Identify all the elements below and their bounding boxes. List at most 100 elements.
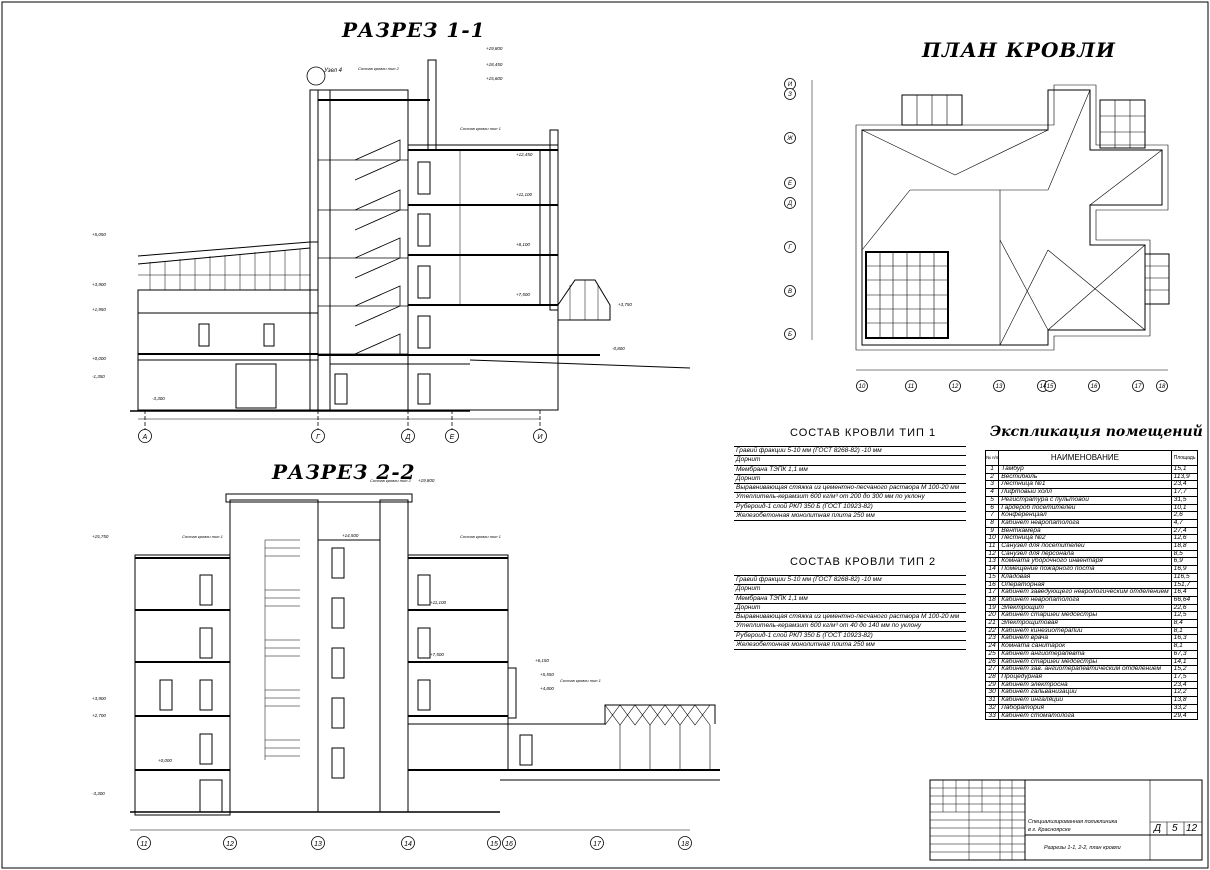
axis-label: 15: [490, 841, 498, 848]
room-name: Регистратура с пультовой: [998, 495, 1172, 505]
room-name: Кабинет ингаляции: [998, 696, 1172, 705]
room-number: 5: [984, 495, 1000, 505]
elevation-mark: +4,800: [540, 686, 554, 691]
spec-line: Железобетонная монолитная плита 250 мм: [734, 512, 966, 522]
elevation-mark: +1,950: [92, 307, 106, 312]
elevation-mark: +14,500: [342, 533, 359, 538]
room-name: Гардероб посетителей: [998, 503, 1172, 513]
roof-plan-title: ПЛАН КРОВЛИ: [922, 38, 1116, 62]
roof-type-2-title: СОСТАВ КРОВЛИ ТИП 2: [790, 556, 937, 568]
room-name: Кабинет зав. ангиотерапевтическим отделе…: [998, 665, 1172, 674]
elevation-mark: +3,900: [92, 282, 106, 287]
elevation-mark: +18,450: [486, 62, 503, 67]
room-area: 23,4: [1170, 680, 1199, 690]
room-number: 22: [984, 626, 1000, 636]
axis-label: А: [142, 434, 148, 441]
axis-label: 18: [1159, 384, 1166, 390]
spec-line: Утеплитель-керамзит 600 кг/м³ от 200 до …: [734, 493, 966, 503]
roof-type-1-title: СОСТАВ КРОВЛИ ТИП 1: [790, 427, 937, 439]
room-area: 67,3: [1170, 649, 1199, 659]
room-area: 151,7: [1170, 580, 1199, 590]
axis-label: 14: [1040, 384, 1047, 390]
room-area: 16,3: [1170, 634, 1199, 644]
room-number: 20: [984, 611, 1000, 621]
axis-label: 12: [226, 841, 234, 848]
spec-line: Дорнит: [734, 585, 966, 595]
room-name: Кабинет стоматолога: [998, 711, 1172, 721]
room-area: 12,5: [1170, 611, 1199, 621]
room-number: 24: [984, 642, 1000, 651]
roof-type-label: Состав кровли тип 1: [460, 534, 501, 539]
spec-line: Выравнивающая стяжка из цементно-песчано…: [734, 613, 966, 623]
spec-line: Выравнивающая стяжка из цементно-песчано…: [734, 484, 966, 494]
axis-label: 16: [1091, 384, 1098, 390]
roof-plan-axes: [784, 78, 1168, 392]
room-number: 10: [984, 534, 1000, 544]
roof-type-label: Состав кровли тип 2: [358, 66, 400, 71]
axis-label: И: [788, 82, 793, 88]
room-number: 23: [984, 634, 1000, 644]
column-header: № п/п: [984, 450, 1000, 466]
room-number: 21: [984, 619, 1000, 628]
roof-type-label: Состав кровли тип 1: [460, 126, 501, 131]
elevation-mark: +0,000: [158, 758, 172, 763]
title-block: [929, 779, 1203, 861]
roof-type-1-spec: Гравий фракции 5-10 мм (ГОСТ 8268-82) -1…: [734, 446, 966, 522]
elevation-mark: +7,500: [430, 652, 444, 657]
axis-label: 11: [908, 384, 914, 390]
room-name: Кабинет ангиотерапевта: [998, 649, 1172, 659]
room-number: 33: [984, 711, 1000, 721]
section-1-1-title: РАЗРЕЗ 1-1: [342, 18, 486, 42]
room-name: Помещение пожарного поста: [998, 565, 1172, 574]
room-number: 32: [984, 703, 1000, 713]
elevation-mark: +7,500: [516, 292, 530, 297]
elevation-mark: -0,800: [612, 346, 625, 351]
spec-line: Рубероид-1 слой РКП 350 Б (ГОСТ 10923-82…: [734, 632, 966, 642]
axis-label: Г: [316, 434, 321, 441]
room-name: Кабинет врача: [998, 634, 1172, 644]
room-name: Лаборатория: [998, 703, 1172, 713]
axis-label: 14: [404, 841, 412, 848]
room-name: Вестибюль: [998, 472, 1172, 482]
axis-label: 11: [140, 841, 147, 848]
axis-label: 17: [1135, 384, 1142, 390]
spec-line: Дорнит: [734, 456, 966, 466]
stamp-project-line: Специализированная поликлиника: [1028, 819, 1118, 825]
room-number: 25: [984, 649, 1000, 659]
room-number: 4: [984, 488, 1000, 497]
axis-label: 12: [952, 384, 959, 390]
axis-label: Е: [450, 434, 455, 441]
axis-label: 10: [859, 384, 866, 390]
room-name: Венткамера: [998, 526, 1172, 536]
section-2-2-drawing: [130, 493, 720, 831]
room-number: 7: [984, 511, 1000, 520]
room-area: 10,1: [1170, 503, 1199, 513]
room-number: 17: [984, 588, 1000, 597]
spec-line: Гравий фракции 5-10 мм (ГОСТ 8268-82) -1…: [734, 576, 966, 586]
elevation-mark: +6,150: [535, 658, 549, 663]
room-number: 12: [984, 549, 1000, 559]
axis-label: 13: [996, 384, 1003, 390]
elevation-mark: +15,750: [92, 534, 109, 539]
axis-label: З: [788, 92, 792, 98]
room-area: 66,64: [1170, 595, 1199, 605]
room-name: Комната санитарок: [998, 642, 1172, 651]
room-number: 14: [984, 565, 1000, 574]
room-area: 15,2: [1170, 665, 1199, 674]
room-area: 17,7: [1170, 488, 1199, 497]
